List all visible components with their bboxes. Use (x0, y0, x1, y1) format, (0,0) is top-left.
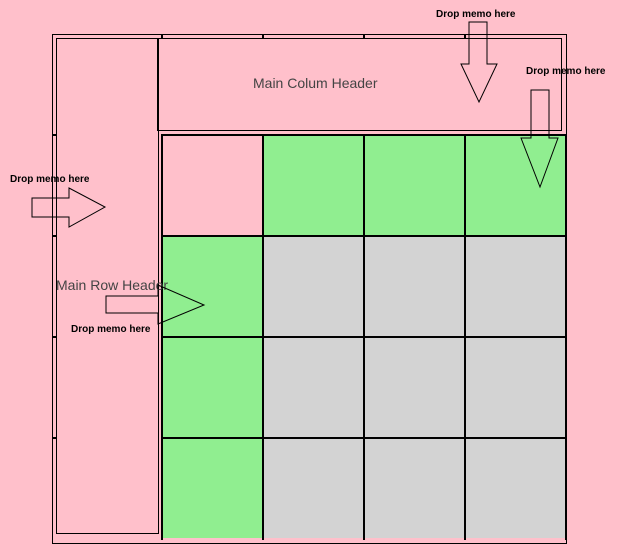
grid-line (161, 336, 567, 338)
grid-cell[interactable] (363, 336, 464, 437)
tick-mark (262, 34, 264, 39)
grid-line (161, 437, 567, 439)
tick-mark (52, 134, 57, 136)
row-header-label: Main Row Header (56, 277, 169, 293)
grid-cell[interactable] (262, 437, 363, 538)
grid-line (161, 235, 567, 237)
drop-memo-label-row-header: Drop memo here (71, 324, 151, 335)
down-arrow-icon[interactable] (460, 21, 498, 104)
tick-mark (52, 235, 57, 237)
right-arrow-icon[interactable] (105, 284, 206, 325)
right-arrow-icon[interactable] (31, 187, 107, 228)
grid-cell[interactable] (262, 336, 363, 437)
column-header-label: Main Colum Header (253, 75, 378, 91)
grid-cell[interactable] (161, 134, 262, 235)
drop-memo-label-top-right: Drop memo here (526, 66, 606, 77)
grid-cell[interactable] (464, 134, 565, 235)
tick-mark (363, 34, 365, 39)
grid-cell[interactable] (363, 134, 464, 235)
drop-memo-label-left: Drop memo here (10, 174, 90, 185)
grid-cell[interactable] (464, 235, 565, 336)
grid-cell[interactable] (464, 437, 565, 538)
tick-mark (161, 34, 163, 39)
tick-mark (52, 336, 57, 338)
tick-mark (52, 437, 57, 439)
grid-line (161, 134, 567, 136)
grid-cell[interactable] (161, 336, 262, 437)
grid-cell[interactable] (363, 235, 464, 336)
grid-cell[interactable] (161, 235, 262, 336)
tick-mark (464, 34, 466, 39)
grid-cell[interactable] (262, 235, 363, 336)
grid-cell[interactable] (262, 134, 363, 235)
grid-cell[interactable] (161, 437, 262, 538)
down-arrow-icon[interactable] (520, 89, 559, 189)
grid-cell[interactable] (363, 437, 464, 538)
grid-cell[interactable] (464, 336, 565, 437)
drop-memo-label-top: Drop memo here (436, 9, 516, 20)
main-column-header[interactable] (157, 38, 562, 131)
